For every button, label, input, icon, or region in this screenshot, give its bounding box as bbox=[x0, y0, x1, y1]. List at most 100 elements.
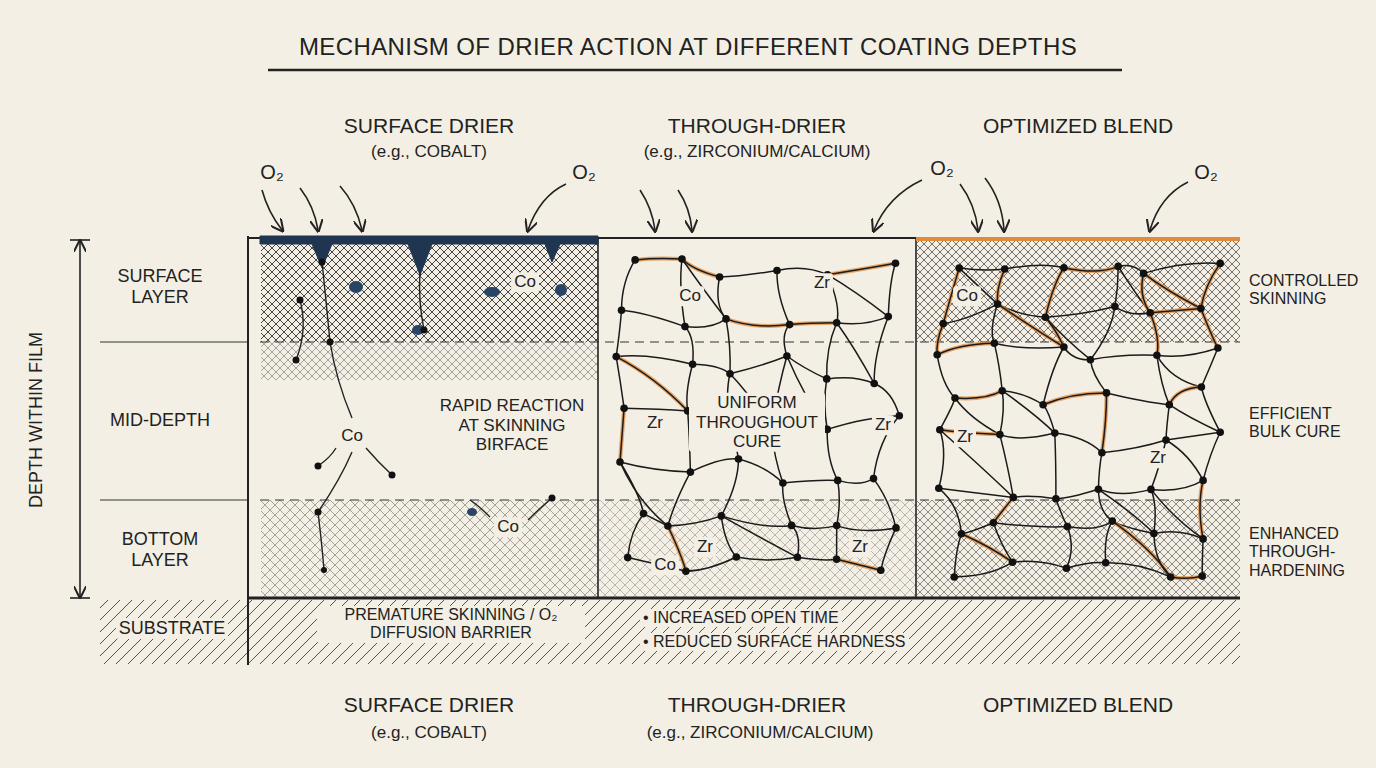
crosslink-chain bbox=[1203, 432, 1220, 480]
illustration-rect bbox=[100, 600, 1240, 664]
crosslink-node bbox=[1051, 429, 1059, 437]
crosslink-chain bbox=[1169, 387, 1201, 405]
row-label: MID-DEPTH bbox=[92, 410, 228, 431]
illustration-path bbox=[528, 184, 566, 230]
orange-crosslink bbox=[1144, 273, 1201, 308]
oxygen-label: O₂ bbox=[569, 161, 598, 184]
crosslink-node bbox=[779, 479, 787, 487]
crosslink-chain bbox=[1201, 263, 1220, 308]
crosslink-node bbox=[1198, 572, 1206, 580]
crosslink-chain bbox=[954, 562, 1012, 577]
illustration-line bbox=[597, 238, 599, 598]
crosslink-chain bbox=[690, 459, 738, 472]
crosslink-node bbox=[892, 524, 900, 532]
crosslink-chain bbox=[838, 479, 874, 484]
crosslink-chain bbox=[1043, 393, 1106, 405]
crosslink-chain bbox=[628, 514, 644, 558]
orange-crosslink bbox=[616, 357, 688, 411]
orange-crosslink bbox=[997, 269, 1004, 304]
crosslink-node bbox=[994, 300, 1002, 308]
crosslink-node bbox=[786, 321, 794, 329]
crosslink-chain bbox=[644, 514, 668, 526]
crosslink-node bbox=[823, 375, 831, 383]
crosslink-node bbox=[833, 319, 841, 327]
illustration-path bbox=[318, 452, 352, 570]
crosslink-node bbox=[678, 255, 686, 263]
crosslink-chain bbox=[1000, 433, 1055, 438]
illustration-path bbox=[366, 448, 392, 475]
panel-note: • INCREASED OPEN TIME bbox=[640, 609, 842, 627]
crosslink-chain bbox=[937, 343, 994, 355]
metal-label: Zr bbox=[954, 427, 976, 447]
crosslink-chain bbox=[783, 480, 838, 483]
crosslink-chain bbox=[827, 378, 875, 384]
crosslink-chain bbox=[1151, 489, 1203, 539]
crosslink-chain bbox=[881, 528, 896, 570]
crosslink-node bbox=[773, 267, 781, 275]
crosslink-chain bbox=[837, 480, 840, 525]
crosslink-chain bbox=[620, 462, 690, 472]
crosslink-node bbox=[1102, 559, 1110, 567]
orange-crosslink bbox=[1043, 393, 1106, 405]
illustration-circle bbox=[315, 509, 322, 516]
illustration-path bbox=[470, 500, 490, 517]
crosslink-node bbox=[950, 573, 958, 581]
crosslink-node bbox=[1095, 486, 1103, 494]
crosslink-chain bbox=[726, 319, 730, 374]
crosslink-chain bbox=[837, 317, 889, 324]
crosslink-chain bbox=[685, 327, 693, 365]
crosslink-node bbox=[958, 530, 966, 538]
crosslink-chain bbox=[1171, 576, 1203, 578]
illustration-path bbox=[874, 180, 922, 230]
crosslink-chain bbox=[685, 319, 726, 327]
crosslink-node bbox=[794, 554, 802, 562]
crosslink-node bbox=[624, 554, 632, 562]
crosslink-node bbox=[1147, 486, 1155, 494]
crosslink-chain bbox=[827, 323, 837, 379]
crosslink-chain bbox=[1045, 317, 1064, 347]
crosslink-node bbox=[1199, 535, 1207, 543]
crosslink-chain bbox=[1144, 263, 1221, 273]
column-footer: THROUGH-DRIER bbox=[665, 693, 850, 717]
orange-crosslink bbox=[1112, 521, 1170, 577]
orange-crosslink bbox=[1064, 266, 1118, 271]
crosslink-chain bbox=[1000, 435, 1013, 498]
side-label: ENHANCED THROUGH-HARDENING bbox=[1246, 525, 1372, 580]
crosslink-chain bbox=[1112, 521, 1170, 577]
crosslink-node bbox=[833, 555, 841, 563]
orange-crosslink bbox=[726, 319, 790, 326]
column-footer: OPTIMIZED BLEND bbox=[980, 693, 1176, 717]
crosslink-chain bbox=[997, 269, 1004, 304]
crosslink-node bbox=[834, 477, 842, 485]
crosslink-node bbox=[681, 323, 689, 331]
crosslink-node bbox=[1009, 558, 1017, 566]
crosslink-chain bbox=[721, 459, 738, 516]
crosslink-node bbox=[1216, 260, 1224, 268]
crosslink-chain bbox=[1200, 480, 1203, 539]
crosslink-node bbox=[1198, 383, 1206, 391]
crosslink-node bbox=[1162, 436, 1170, 444]
crosslink-chain bbox=[1105, 521, 1112, 563]
illustration-path bbox=[340, 186, 362, 230]
orange-crosslink bbox=[937, 343, 994, 355]
illustration-path bbox=[1150, 182, 1188, 230]
crosslink-node bbox=[1146, 309, 1154, 317]
crosslink-node bbox=[1150, 530, 1158, 538]
crosslink-chain bbox=[1118, 266, 1150, 312]
orange-crosslink bbox=[1169, 387, 1201, 405]
crosslink-chain bbox=[1201, 309, 1218, 349]
crosslink-chain bbox=[792, 525, 799, 557]
orange-crosslink bbox=[1045, 268, 1064, 318]
illustration-path bbox=[960, 184, 978, 230]
crosslink-chain bbox=[726, 319, 790, 326]
crosslink-chain bbox=[620, 462, 668, 526]
crosslink-chain bbox=[1098, 453, 1102, 490]
illustration-path bbox=[300, 188, 318, 230]
crosslink-chain bbox=[1067, 521, 1112, 528]
illustration-ellipse bbox=[467, 508, 477, 516]
crosslink-chain bbox=[940, 398, 955, 430]
crosslink-chain bbox=[622, 260, 636, 310]
crosslink-node bbox=[612, 353, 620, 361]
crosslink-chain bbox=[939, 430, 944, 489]
crosslink-node bbox=[885, 313, 893, 321]
